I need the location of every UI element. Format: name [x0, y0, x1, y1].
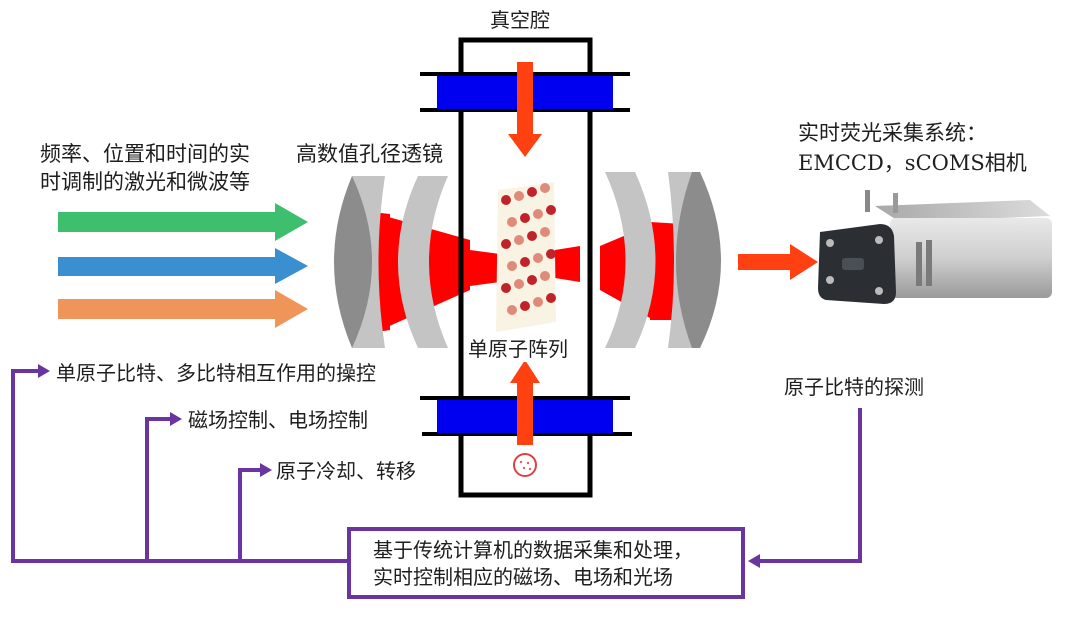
atom-dot	[507, 305, 517, 315]
left-meniscus-lens	[398, 176, 448, 348]
atom-source-icon	[513, 453, 537, 477]
left-plano-concave-lens	[352, 176, 385, 348]
atom-dot	[527, 187, 537, 197]
emccd-camera-icon	[818, 190, 1052, 304]
atom-array-label: 单原子阵列	[468, 336, 568, 362]
output-arrow-icon	[738, 244, 818, 280]
processing-line1: 基于传统计算机的数据采集和处理，	[373, 538, 693, 562]
feedback-lines	[11, 369, 862, 563]
atom-dot	[527, 231, 537, 241]
input-beams-label-line2: 时调制的激光和微波等	[40, 170, 250, 194]
fluorescence-label-line2: EMCCD，sCOMS相机	[798, 151, 1027, 175]
atom-dot	[540, 227, 550, 237]
right-lens-group	[605, 172, 721, 348]
vacuum-chamber-label: 真空腔	[490, 8, 550, 32]
atom-dot	[546, 205, 556, 215]
input-beams-label-line1: 频率、位置和时间的实	[40, 142, 250, 166]
feedback-arrowheads	[38, 364, 760, 568]
control-fields-label: 磁场控制、电场控制	[188, 408, 368, 432]
atom-dot	[520, 301, 530, 311]
right-meniscus-lens	[605, 172, 656, 348]
atom-dot	[533, 297, 543, 307]
down-arrow-icon	[508, 62, 542, 157]
lens-label: 高数值孔径透镜	[296, 142, 443, 166]
processing-line2: 实时控制相应的磁场、电场和光场	[373, 565, 673, 589]
atom-dot	[501, 239, 511, 249]
blue-beam-arrow	[58, 248, 308, 284]
detection-label: 原子比特的探测	[784, 375, 924, 399]
atom-dot	[501, 195, 511, 205]
classical-processing-box: 基于传统计算机的数据采集和处理， 实时控制相应的磁场、电场和光场	[347, 527, 745, 599]
orange-beam-arrow	[58, 290, 308, 328]
right-biconvex-lens	[676, 172, 721, 348]
atom-dot	[507, 261, 517, 271]
green-beam-arrow	[58, 203, 308, 241]
atom-array-icon	[496, 182, 556, 332]
atom-dot	[501, 283, 511, 293]
atom-dot	[533, 209, 543, 219]
atom-dot	[507, 217, 517, 227]
atom-dot	[540, 271, 550, 281]
left-biconvex-lens	[334, 176, 376, 348]
atom-dot	[527, 275, 537, 285]
control-qubits-label: 单原子比特、多比特相互作用的操控	[56, 361, 376, 385]
vacuum-chamber-icon	[458, 37, 593, 498]
atom-dot	[540, 183, 550, 193]
input-beams	[58, 203, 308, 328]
atom-dot	[546, 293, 556, 303]
atom-dot	[514, 235, 524, 245]
fluorescence-label-line1: 实时荧光采集系统：	[798, 121, 987, 145]
atom-dot	[546, 249, 556, 259]
atom-dot	[533, 253, 543, 263]
atom-dot	[514, 279, 524, 289]
atom-dot	[520, 257, 530, 267]
atom-dot	[520, 213, 530, 223]
atom-dot	[514, 191, 524, 201]
up-arrow-icon	[510, 360, 540, 445]
control-cooling-label: 原子冷却、转移	[276, 459, 416, 483]
left-lens-group	[334, 176, 448, 348]
right-plano-concave-lens	[668, 172, 700, 348]
